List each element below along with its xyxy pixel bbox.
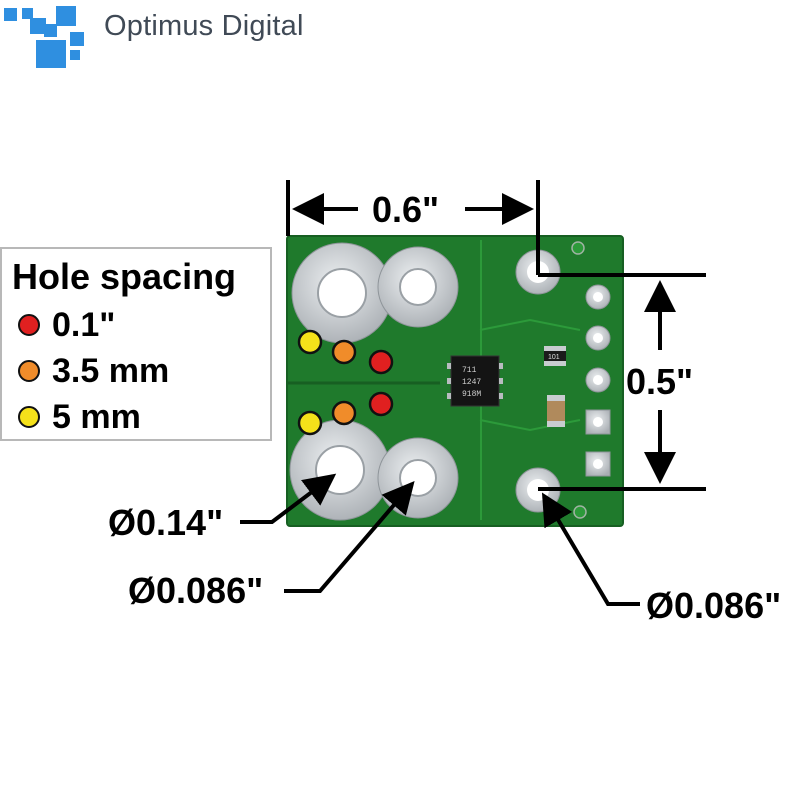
spacing-markers (297, 329, 394, 436)
marker-5mm-top (297, 329, 323, 355)
smd-capacitor (547, 395, 565, 427)
marker-0.1in-bottom (368, 391, 394, 417)
leader-small-hole (284, 480, 415, 593)
leader-mount-hole (541, 492, 640, 606)
brand-logo-icon (4, 6, 84, 68)
brand-name: Optimus Digital (104, 10, 304, 42)
marker-5mm-bottom (297, 410, 323, 436)
chip-marking-line-1: 711 (462, 366, 477, 375)
resistor-marking: 101 (548, 354, 560, 361)
marker-3.5mm-bottom (331, 400, 357, 426)
legend-title: Hole spacing (12, 256, 237, 297)
sensor-chip: 711 1247 918M (447, 355, 503, 407)
legend-item-0.1in: 0.1" (18, 305, 115, 345)
width-label: 0.6" (372, 189, 440, 230)
legend-item-3.5mm: 3.5 mm (18, 351, 169, 391)
height-label: 0.5" (626, 361, 694, 402)
yellow-dot-icon (18, 406, 40, 428)
red-dot-icon (18, 314, 40, 336)
marker-3.5mm-top (331, 339, 357, 365)
leader-large-hole (240, 473, 337, 524)
small-hole-diameter-label: Ø0.086" (128, 570, 264, 611)
mount-hole-diameter-label: Ø0.086" (646, 585, 782, 626)
dimension-width (286, 180, 706, 277)
legend-item-5mm: 5 mm (18, 397, 141, 437)
smd-resistor: 101 (544, 346, 566, 366)
legend-label: 3.5 mm (52, 351, 170, 390)
large-hole-diameter-label: Ø0.14" (108, 502, 224, 543)
chip-marking-line-2: 1247 (462, 378, 481, 387)
orange-dot-icon (18, 360, 40, 382)
header-pins (585, 284, 611, 477)
current-pad-top (291, 242, 459, 344)
chip-marking-line-3: 918M (462, 390, 481, 399)
hole-spacing-legend: Hole spacing 0.1" 3.5 mm 5 mm (0, 247, 272, 441)
legend-label: 5 mm (52, 397, 141, 436)
marker-0.1in-top (368, 349, 394, 375)
legend-label: 0.1" (52, 305, 116, 344)
dimension-height (538, 280, 706, 491)
